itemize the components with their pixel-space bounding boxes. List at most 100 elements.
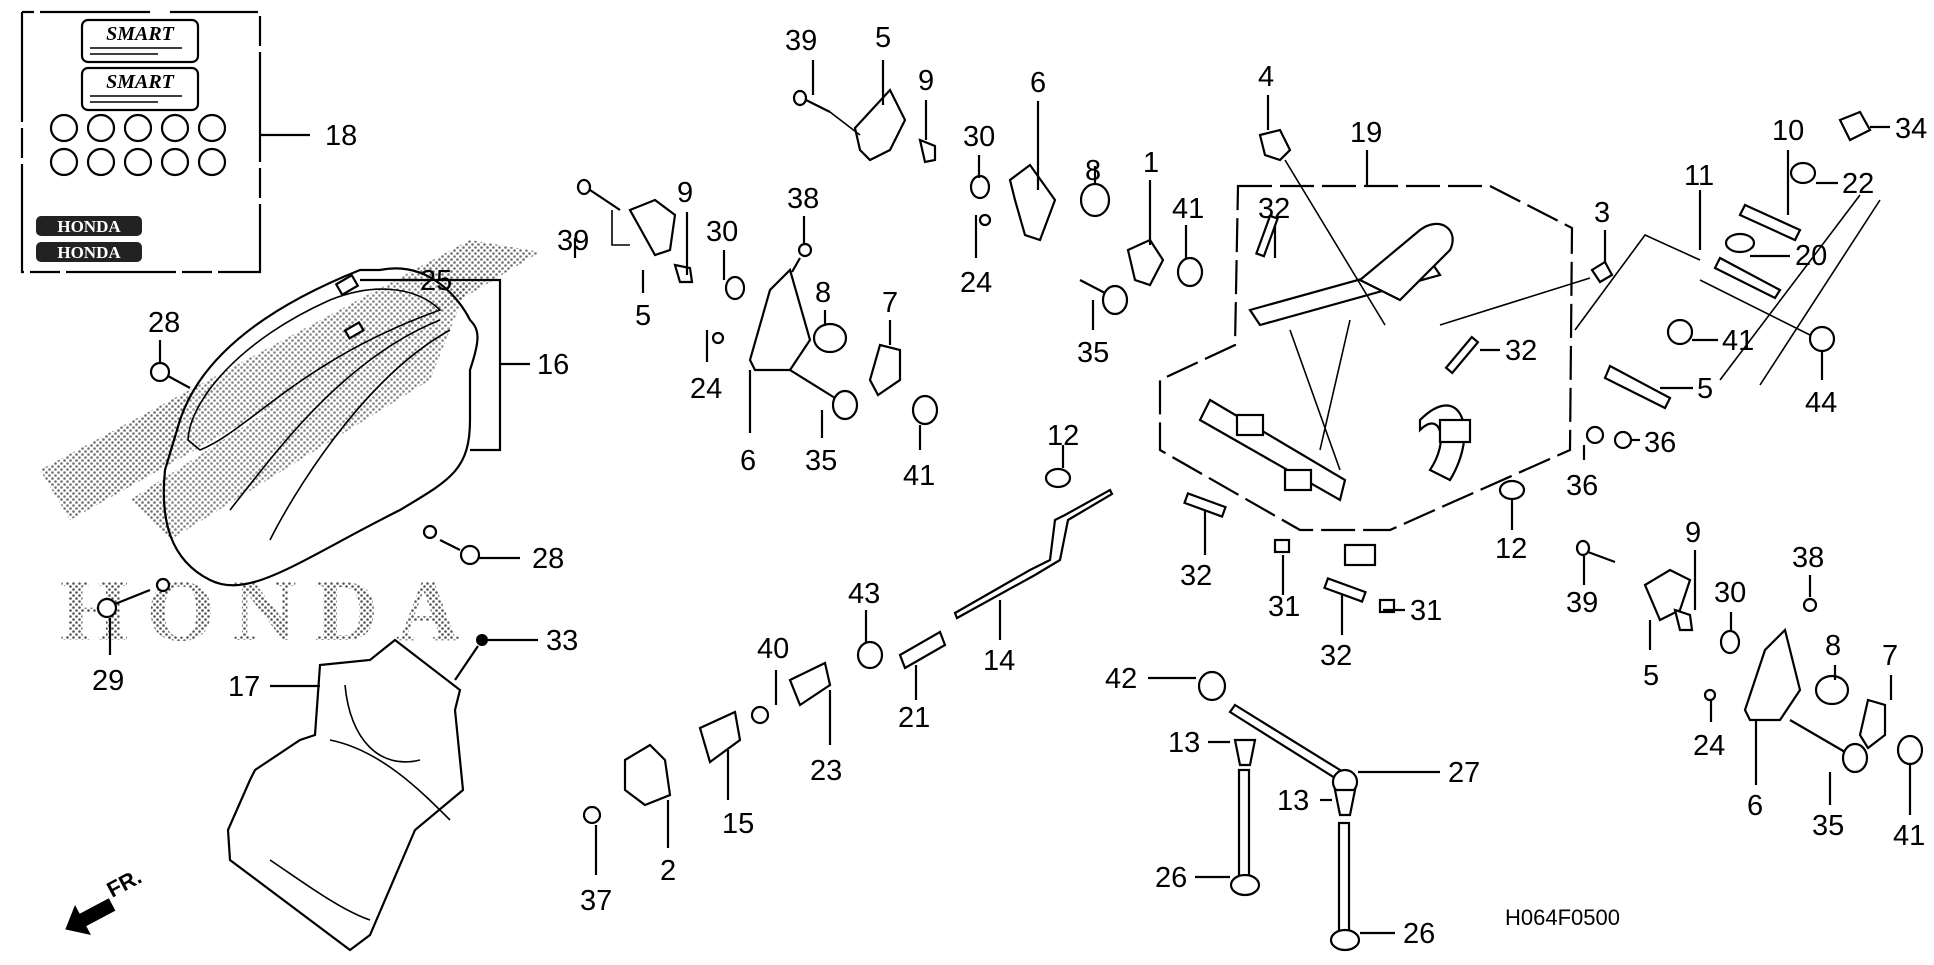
callout-30[interactable]: 30 (1714, 577, 1746, 609)
honda-decal[interactable] (36, 242, 142, 262)
callout-41[interactable]: 41 (1893, 820, 1925, 852)
callout-5[interactable]: 5 (1697, 373, 1713, 405)
collar-12[interactable] (1498, 479, 1526, 501)
callout-22[interactable]: 22 (1842, 168, 1874, 200)
callout-13[interactable]: 13 (1277, 785, 1309, 817)
frame-assembly-19[interactable] (1158, 184, 1574, 614)
callout-42[interactable]: 42 (1105, 663, 1137, 695)
callout-23[interactable]: 23 (810, 755, 842, 787)
callout-36[interactable]: 36 (1644, 427, 1676, 459)
callout-11[interactable]: 11 (1684, 160, 1714, 192)
callout-30[interactable]: 30 (706, 216, 738, 248)
screw-28[interactable] (149, 361, 191, 389)
clip-4[interactable] (1258, 128, 1292, 162)
shift-rod-assembly[interactable] (582, 467, 1114, 825)
clip-3[interactable] (1590, 260, 1614, 284)
callout-16[interactable]: 16 (537, 349, 569, 381)
screw-28[interactable] (439, 539, 481, 566)
smart-decal[interactable] (80, 66, 200, 112)
callout-3[interactable]: 3 (1594, 197, 1610, 229)
callout-14[interactable]: 14 (983, 645, 1015, 677)
callout-19[interactable]: 19 (1350, 117, 1382, 149)
right-shaft-assembly[interactable] (1574, 110, 1881, 450)
lever-assembly-upper[interactable] (792, 88, 1204, 316)
callout-36[interactable]: 36 (1566, 470, 1598, 502)
callout-10[interactable]: 10 (1772, 115, 1804, 147)
callout-8[interactable]: 8 (1825, 630, 1841, 662)
callout-29[interactable]: 29 (92, 665, 124, 697)
callout-43[interactable]: 43 (848, 578, 880, 610)
callout-15[interactable]: 15 (722, 808, 754, 840)
callout-30[interactable]: 30 (963, 121, 995, 153)
callout-44[interactable]: 44 (1805, 387, 1837, 419)
callout-28[interactable]: 28 (148, 307, 180, 339)
callout-5[interactable]: 5 (635, 300, 651, 332)
callout-31[interactable]: 31 (1410, 595, 1442, 627)
callout-38[interactable]: 38 (1792, 542, 1824, 574)
smart-decal-text: SMART (106, 71, 175, 93)
callout-2[interactable]: 2 (660, 855, 676, 887)
callout-1[interactable]: 1 (1143, 147, 1159, 179)
callout-28[interactable]: 28 (532, 543, 564, 575)
callout-4[interactable]: 4 (1258, 61, 1274, 93)
callout-8[interactable]: 8 (815, 277, 831, 309)
callout-34[interactable]: 34 (1895, 113, 1927, 145)
callout-12[interactable]: 12 (1047, 420, 1079, 452)
honda-watermark: HONDA (40, 240, 540, 660)
callout-38[interactable]: 38 (787, 183, 819, 215)
screw-29[interactable] (96, 588, 151, 619)
callout-18[interactable]: 18 (325, 120, 357, 152)
callout-8[interactable]: 8 (1085, 155, 1101, 187)
callout-26[interactable]: 26 (1155, 862, 1187, 894)
callout-35[interactable]: 35 (805, 445, 837, 477)
screw-33[interactable] (454, 634, 488, 681)
callout-24[interactable]: 24 (1693, 730, 1725, 762)
callout-12[interactable]: 12 (1495, 533, 1527, 565)
callout-39[interactable]: 39 (785, 25, 817, 57)
callout-37[interactable]: 37 (580, 885, 612, 917)
callout-20[interactable]: 20 (1795, 240, 1827, 272)
honda-decal[interactable] (36, 216, 142, 236)
lower-cover-part[interactable] (226, 638, 465, 952)
callout-41[interactable]: 41 (903, 460, 935, 492)
callout-6[interactable]: 6 (1747, 790, 1763, 822)
callout-40[interactable]: 40 (757, 633, 789, 665)
callout-27[interactable]: 27 (1448, 757, 1480, 789)
callout-9[interactable]: 9 (677, 177, 693, 209)
callout-5[interactable]: 5 (1643, 660, 1659, 692)
callout-35[interactable]: 35 (1812, 810, 1844, 842)
callout-5[interactable]: 5 (875, 22, 891, 54)
front-cover-part[interactable] (155, 267, 479, 593)
callout-6[interactable]: 6 (1030, 67, 1046, 99)
circle-stickers[interactable] (49, 113, 227, 177)
callout-35[interactable]: 35 (1077, 337, 1109, 369)
callout-32[interactable]: 32 (1258, 193, 1290, 225)
honda-decal-text: HONDA (57, 217, 121, 236)
callout-39[interactable]: 39 (1566, 587, 1598, 619)
callout-24[interactable]: 24 (960, 267, 992, 299)
callout-26[interactable]: 26 (1403, 918, 1435, 950)
smart-decal[interactable] (80, 18, 200, 64)
callout-32[interactable]: 32 (1320, 640, 1352, 672)
callout-6[interactable]: 6 (740, 445, 756, 477)
callout-39[interactable]: 39 (557, 225, 589, 257)
mounting-bolts[interactable] (1197, 670, 1361, 952)
callout-7[interactable]: 7 (882, 287, 898, 319)
callout-25[interactable]: 25 (420, 265, 452, 297)
callout-32[interactable]: 32 (1505, 335, 1537, 367)
callout-31[interactable]: 31 (1268, 591, 1300, 623)
callout-24[interactable]: 24 (690, 373, 722, 405)
callout-13[interactable]: 13 (1168, 727, 1200, 759)
callout-41[interactable]: 41 (1722, 325, 1754, 357)
callout-9[interactable]: 9 (918, 65, 934, 97)
callout-32[interactable]: 32 (1180, 560, 1212, 592)
clip-25[interactable] (334, 273, 360, 297)
callout-9[interactable]: 9 (1685, 517, 1701, 549)
lever-assembly-right[interactable] (1575, 539, 1924, 774)
callout-17[interactable]: 17 (228, 671, 260, 703)
smart-decal-text: SMART (106, 23, 175, 45)
callout-21[interactable]: 21 (898, 702, 930, 734)
callout-7[interactable]: 7 (1882, 640, 1898, 672)
callout-33[interactable]: 33 (546, 625, 578, 657)
callout-41[interactable]: 41 (1172, 193, 1204, 225)
